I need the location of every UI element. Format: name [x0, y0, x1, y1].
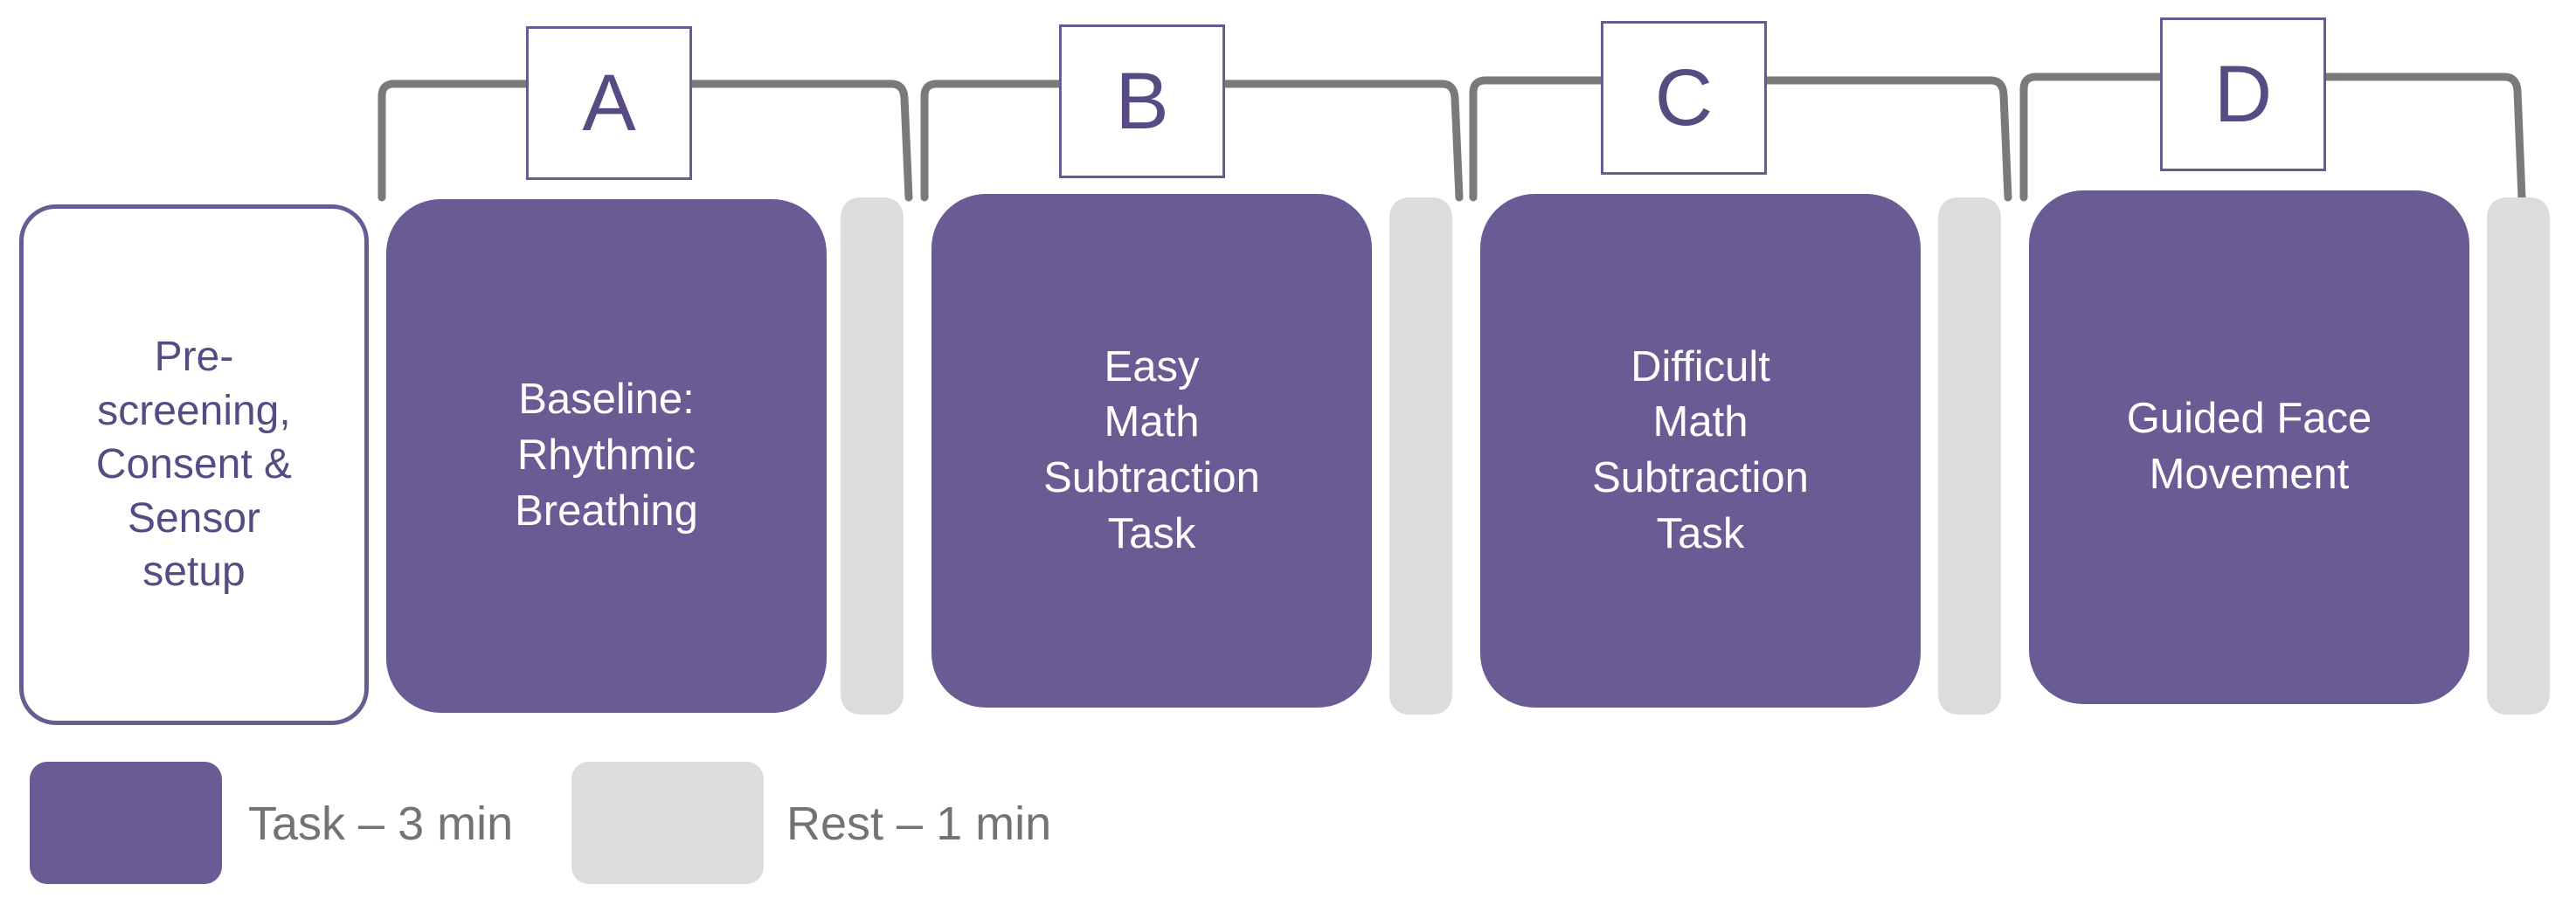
- pre-screening-box: Pre- screening, Consent & Sensor setup: [19, 204, 369, 725]
- task-box-b-line-4: Task: [1107, 509, 1196, 557]
- task-box-b-line-2: Math: [1104, 398, 1200, 446]
- task-box-c: Difficult Math Subtraction Task: [1480, 194, 1921, 708]
- phase-label-c-text: C: [1654, 53, 1714, 142]
- task-box-c-text: Difficult Math Subtraction Task: [1592, 340, 1809, 563]
- legend-label-task: Task – 3 min: [248, 798, 514, 850]
- phase-label-b-text: B: [1115, 57, 1169, 146]
- task-box-a-line-2: Rhythmic: [516, 432, 696, 480]
- task-box-b-text: Easy Math Subtraction Task: [1043, 340, 1260, 563]
- task-box-b-line-3: Subtraction: [1043, 454, 1260, 501]
- task-box-c-line-1: Difficult: [1631, 342, 1770, 390]
- rest-bar-after-d: [2487, 197, 2550, 715]
- task-box-a-text: Baseline: Rhythmic Breathing: [515, 372, 698, 539]
- legend-swatch-rest: [571, 762, 764, 884]
- pre-screening-line-4: Sensor: [127, 494, 261, 542]
- pre-screening-line-1: Pre-: [154, 334, 234, 381]
- phase-label-d-text: D: [2213, 50, 2273, 139]
- task-box-b: Easy Math Subtraction Task: [931, 194, 1372, 708]
- phase-label-a: A: [526, 26, 692, 180]
- task-box-c-line-3: Subtraction: [1592, 454, 1809, 501]
- pre-screening-line-3: Consent &: [95, 441, 293, 488]
- rest-bar-after-b: [1389, 197, 1452, 715]
- task-box-a: Baseline: Rhythmic Breathing: [386, 199, 827, 713]
- pre-screening-line-2: screening,: [97, 387, 291, 434]
- legend: Task – 3 min Rest – 1 min: [0, 751, 2576, 905]
- task-box-d: Guided Face Movement: [2029, 190, 2469, 704]
- task-box-b-line-1: Easy: [1104, 342, 1200, 390]
- phase-label-b: B: [1059, 24, 1225, 178]
- legend-swatch-task: [30, 762, 222, 884]
- rest-bar-after-c: [1938, 197, 2001, 715]
- phase-label-c: C: [1601, 21, 1767, 175]
- task-box-d-text: Guided Face Movement: [2127, 391, 2372, 502]
- pre-screening-text: Pre- screening, Consent & Sensor setup: [96, 330, 292, 598]
- phase-label-d: D: [2160, 17, 2326, 171]
- task-box-d-line-2: Movement: [2149, 451, 2350, 498]
- legend-label-rest: Rest – 1 min: [786, 798, 1052, 850]
- task-box-c-line-2: Math: [1652, 398, 1748, 446]
- rest-bar-after-a: [841, 197, 904, 715]
- task-box-a-line-3: Breathing: [515, 487, 698, 535]
- task-box-d-line-1: Guided Face: [2126, 395, 2372, 443]
- pre-screening-line-5: setup: [142, 549, 246, 596]
- phase-label-a-text: A: [582, 59, 636, 148]
- task-box-a-line-1: Baseline:: [518, 376, 695, 424]
- task-box-c-line-4: Task: [1656, 509, 1745, 557]
